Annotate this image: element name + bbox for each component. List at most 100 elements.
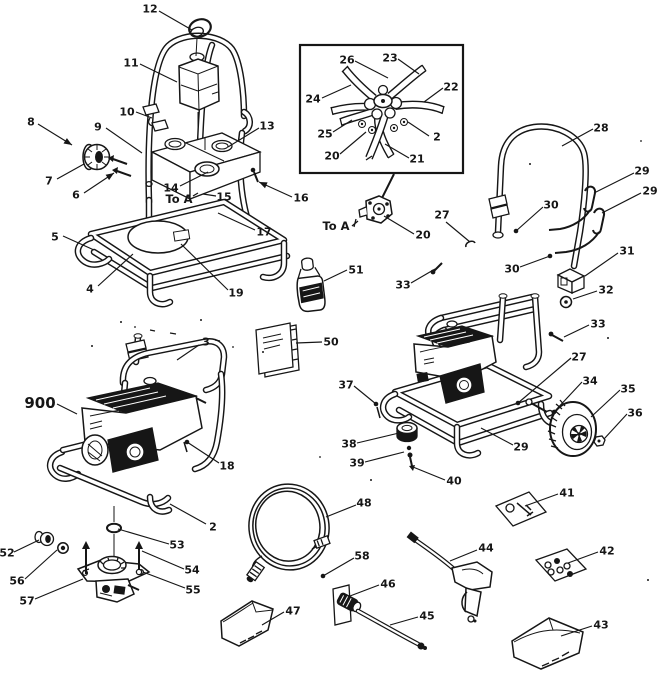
pump-bolts	[82, 541, 143, 576]
leader-line-38-46	[356, 432, 400, 444]
handle-bracket	[556, 268, 586, 294]
callout-label-29-34: 29	[642, 185, 657, 198]
wheel	[547, 399, 597, 457]
specks	[91, 140, 649, 581]
leader-line-9-4	[105, 127, 143, 154]
callout-label-20-29: 20	[415, 229, 431, 242]
callout-label-33-39: 33	[590, 318, 605, 331]
inset-detail-box	[298, 43, 465, 203]
callout-label-53-54: 53	[169, 539, 184, 552]
callout-label-15-10: 15	[216, 191, 231, 204]
callout-label-47-61: 47	[285, 605, 300, 618]
leader-dot-30-36	[547, 253, 553, 259]
small-o-ring	[145, 180, 153, 188]
leader-line-10-2	[135, 111, 153, 119]
leader-line-24-22	[321, 84, 352, 99]
callout-label-17-12: 17	[256, 226, 271, 239]
leader-line-45-60	[389, 616, 419, 626]
leader-line-53-54	[117, 528, 170, 545]
leader-line-7-5	[56, 163, 85, 180]
leader-dot-37-45	[373, 401, 379, 407]
axle-nut	[593, 435, 606, 447]
pump-assembly	[34, 506, 151, 603]
caster-bolts	[376, 406, 415, 471]
leader-line-35-42	[590, 389, 621, 418]
callout-label-51-50: 51	[348, 264, 363, 277]
callout-label-44-62: 44	[478, 542, 494, 555]
callout-label-55-56: 55	[185, 584, 200, 597]
leader-line-52-51	[13, 539, 40, 553]
leader-line-20-26	[339, 131, 367, 155]
callout-label-5-14: 5	[51, 231, 59, 244]
callout-label-27-40: 27	[571, 351, 586, 364]
callout-label-12-0: 12	[142, 3, 157, 16]
callout-label-30-36: 30	[504, 263, 520, 276]
leader-line-37-45	[353, 385, 377, 405]
leader-line-50-49	[295, 341, 323, 344]
leader-line-47-61	[261, 611, 285, 626]
leader-line-15-10	[202, 193, 217, 197]
hose-clamps	[142, 103, 169, 132]
leader-line-57-53	[34, 578, 84, 600]
engine-right	[413, 320, 497, 404]
leader-line-19-13	[180, 243, 229, 291]
leader-line-28-32	[561, 128, 594, 147]
callout-label-19-13: 19	[228, 287, 243, 300]
panel-knob	[82, 143, 111, 171]
engine-left	[81, 376, 207, 473]
callout-label-36-43: 36	[627, 407, 643, 420]
detergent-tank-assembly	[150, 132, 262, 201]
leader-dot-34-41	[551, 409, 557, 415]
callout-label-56-52: 56	[9, 575, 25, 588]
spray-wand	[332, 584, 427, 650]
callout-label-40-48: 40	[446, 475, 462, 488]
leader-line-22-23	[423, 87, 444, 103]
callout-label-39-47: 39	[349, 457, 364, 470]
caster-foot	[396, 421, 418, 443]
manual-booklet	[255, 322, 300, 378]
leader-line-13-7	[227, 127, 260, 148]
callout-label-48-57: 48	[356, 497, 371, 510]
leader-line-51-50	[323, 269, 348, 282]
callout-label-18-18: 18	[219, 460, 234, 473]
leader-line-42-64	[567, 551, 599, 564]
leader-line-17-12	[217, 212, 256, 231]
callout-label-9-4: 9	[94, 121, 102, 134]
leader-line-25-24	[332, 119, 353, 133]
leader-line-27-30	[445, 221, 471, 243]
accessory-bag-small	[220, 600, 274, 647]
leader-line-21-27	[384, 143, 410, 159]
callout-label-37-45: 37	[338, 379, 353, 392]
callout-label-4-15: 4	[86, 283, 94, 296]
axle-bolt	[525, 398, 548, 413]
callout-label-13-7: 13	[259, 120, 274, 133]
spray-gun	[406, 531, 493, 623]
leader-line-55-56	[142, 571, 186, 589]
callout-label-26-20: 26	[339, 54, 355, 67]
drain-knob	[34, 530, 55, 547]
leader-dot-30-35	[513, 228, 519, 234]
callout-label-58-58: 58	[354, 550, 369, 563]
callout-label-2-19: 2	[209, 521, 217, 534]
callout-label-11-1: 11	[123, 57, 138, 70]
callout-label-20-26: 20	[324, 150, 340, 163]
leader-line-5-14	[62, 235, 95, 251]
leader-line-11-1	[139, 63, 178, 83]
callout-label-to-a-28: To A	[322, 219, 349, 233]
callout-label-7-5: 7	[45, 175, 53, 188]
callout-label-21-27: 21	[409, 153, 424, 166]
leader-line-2-19	[169, 503, 207, 525]
callout-label-24-22: 24	[305, 93, 321, 106]
callout-label-42-64: 42	[599, 545, 614, 558]
leader-dot-58-58	[320, 573, 326, 579]
leader-line-26-20	[354, 60, 389, 79]
callout-label-to-a-9: To A	[165, 192, 192, 206]
callout-label-28-32: 28	[593, 122, 608, 135]
callout-label-34-41: 34	[582, 375, 598, 388]
hose-fitting-right	[313, 535, 331, 549]
assembly-lines	[192, 37, 199, 197]
retainer-clip-27	[465, 240, 476, 248]
callout-label-50-49: 50	[323, 336, 339, 349]
bracket-nut	[559, 295, 573, 309]
